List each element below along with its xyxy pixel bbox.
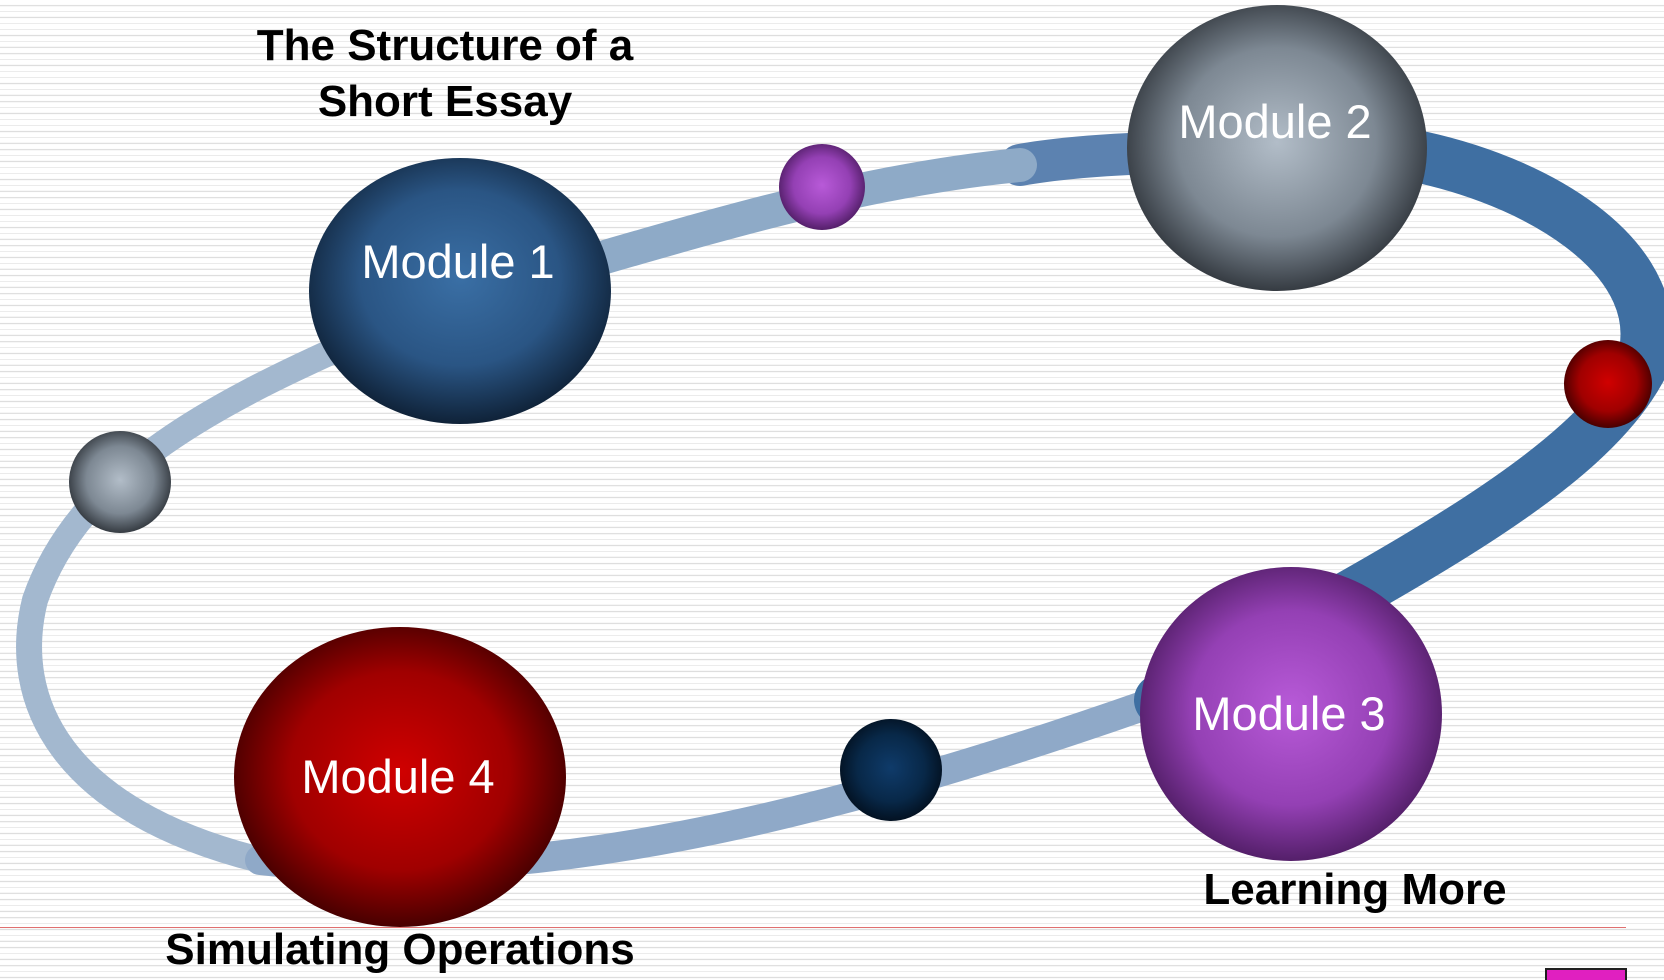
module-4-node: Module 4	[234, 627, 566, 927]
module-1-node: Module 1	[309, 158, 611, 424]
module-1-label: Module 1	[361, 235, 554, 288]
small-sphere-gray	[69, 431, 171, 533]
module-3-node: Module 3	[1140, 567, 1442, 861]
top-caption-line-2: Short Essay	[317, 77, 573, 126]
simulating-operations-caption: Simulating Operations	[165, 925, 635, 974]
footer-divider	[0, 927, 1626, 928]
top-caption: The Structure of a Short Essay	[190, 18, 700, 130]
module-2-node: Module 2	[1127, 5, 1427, 291]
corner-badge	[1545, 968, 1627, 980]
small-sphere-red	[1564, 340, 1652, 428]
module-3-label: Module 3	[1192, 687, 1385, 740]
small-sphere-purple	[779, 144, 865, 230]
top-caption-line-1: The Structure of a	[256, 21, 634, 70]
learning-more-caption: Learning More	[1203, 865, 1507, 914]
small-sphere-navy	[840, 719, 942, 821]
module-4-label: Module 4	[301, 750, 494, 803]
module-2-label: Module 2	[1178, 95, 1371, 148]
